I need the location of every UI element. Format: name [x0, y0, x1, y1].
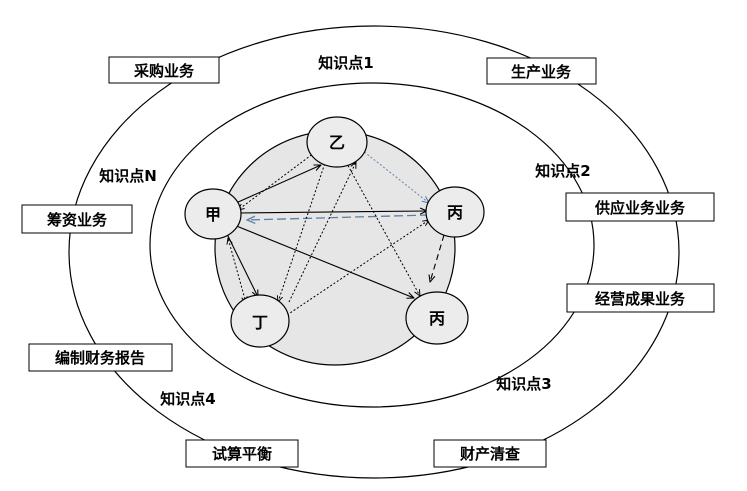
node-bing-right: 丙: [425, 186, 485, 238]
middle-ring: [149, 82, 595, 408]
edge-ding-jia: [228, 238, 246, 303]
connections: [225, 146, 445, 316]
node-bing-right-label: 丙: [447, 203, 463, 222]
knowledge-label-n: 知识点N: [99, 167, 157, 185]
box-property-check: 财产清查: [433, 439, 547, 468]
box-procurement: 采购业务: [108, 56, 220, 84]
edge-jia-bing2: [233, 224, 414, 298]
knowledge-label-1: 知识点1: [318, 54, 373, 72]
box-supply-label: 供应业务业务: [594, 199, 686, 217]
edge-yi-ding: [278, 159, 327, 302]
box-supply: 供应业务业务: [565, 192, 715, 222]
box-financial-report: 编制财务报告: [28, 343, 173, 372]
box-procurement-label: 采购业务: [133, 62, 195, 80]
node-yi: 乙: [306, 116, 368, 168]
edge-jia-yi: [235, 165, 321, 204]
box-trial-balance: 试算平衡: [185, 439, 299, 468]
edge-ding-bing: [286, 220, 429, 316]
box-production-label: 生产业务: [511, 63, 572, 81]
box-financial-report-label: 编制财务报告: [55, 349, 145, 367]
edge-jia-bing: [237, 211, 427, 213]
node-yi-label: 乙: [329, 133, 345, 152]
box-financing-label: 筹资业务: [47, 211, 108, 229]
box-operating-results: 经营成果业务: [566, 283, 715, 313]
box-operating-results-label: 经营成果业务: [595, 290, 686, 308]
edge-yi-bing: [357, 146, 429, 203]
box-production: 生产业务: [486, 57, 597, 85]
edge-yi-jia: [238, 149, 319, 210]
box-trial-balance-label: 试算平衡: [212, 445, 272, 463]
edge-bing-bing2: [430, 234, 445, 282]
node-bing-bottom: 丙: [405, 291, 469, 345]
node-ding-label: 丁: [252, 313, 268, 332]
edge-ding-yi: [288, 162, 356, 303]
node-jia-label: 甲: [205, 205, 221, 224]
node-bing-bottom-label: 丙: [429, 309, 445, 328]
knowledge-label-2: 知识点2: [535, 162, 590, 180]
node-jia: 甲: [184, 188, 242, 240]
node-ding: 丁: [230, 294, 290, 348]
knowledge-label-3: 知识点3: [496, 375, 551, 393]
outer-ring: [68, 25, 680, 479]
box-property-check-label: 财产清查: [460, 445, 521, 463]
box-financing: 筹资业务: [21, 204, 133, 234]
knowledge-label-4: 知识点4: [160, 390, 215, 408]
edge-yi-bing2: [345, 161, 420, 296]
edge-bing-jia: [247, 214, 430, 220]
